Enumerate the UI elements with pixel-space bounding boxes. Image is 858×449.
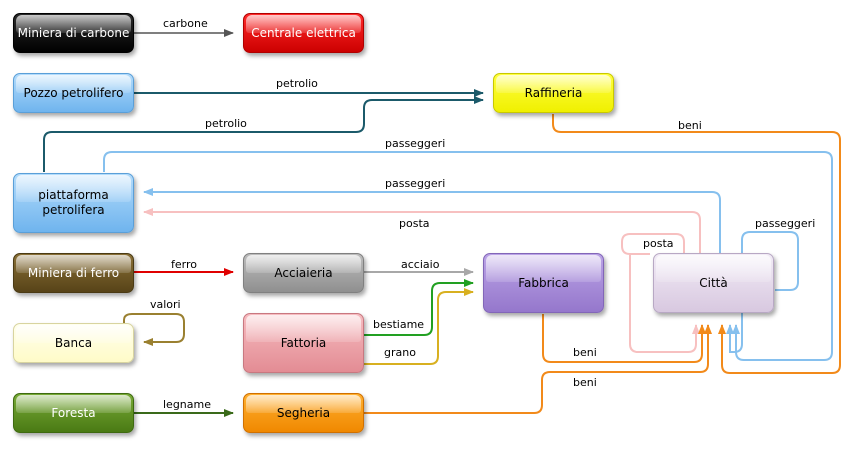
- edge-label-goods-sawmill: beni: [573, 376, 597, 389]
- node-label: Centrale elettrica: [251, 25, 356, 40]
- node-label: Miniera di ferro: [27, 265, 120, 280]
- edge-label-oil-rig: petrolio: [205, 117, 247, 130]
- edge-label-grain: grano: [384, 346, 416, 359]
- node-iron-mine[interactable]: Miniera di ferro: [13, 253, 134, 293]
- edge-label-goods-refinery: beni: [678, 119, 702, 132]
- edge-oil-rig: [43, 96, 484, 172]
- node-label: piattaforma petrolifera: [38, 188, 109, 217]
- edge-passengers-city: [726, 231, 799, 353]
- edge-label-passengers-city: passeggeri: [755, 217, 816, 230]
- edge-goods-factory: [542, 314, 706, 363]
- node-sawmill[interactable]: Segheria: [243, 393, 364, 433]
- node-label: Foresta: [51, 405, 96, 420]
- edge-label-passengers-rig-out: passeggeri: [385, 137, 446, 150]
- edge-label-passengers-rig-in: passeggeri: [385, 177, 446, 190]
- edge-goods-refinery: [552, 114, 841, 374]
- edge-label-wood: legname: [163, 398, 212, 411]
- edge-label-coal: carbone: [163, 17, 208, 30]
- node-coal-mine[interactable]: Miniera di carbone: [13, 13, 134, 53]
- edge-label-valuables: valori: [150, 298, 181, 311]
- node-oil-rig[interactable]: piattaforma petrolifera: [13, 173, 134, 233]
- edge-grain: [364, 288, 474, 365]
- node-power-station[interactable]: Centrale elettrica: [243, 13, 364, 53]
- node-label: Fabbrica: [518, 275, 569, 290]
- node-label: Raffineria: [524, 85, 583, 100]
- edge-label-mail: posta: [399, 217, 430, 230]
- edge-label-oil-well: petrolio: [276, 77, 318, 90]
- edge-label-steel: acciaio: [401, 258, 440, 271]
- node-steel-mill[interactable]: Acciaieria: [243, 253, 364, 293]
- edge-label-mail-city: posta: [643, 237, 674, 250]
- node-farm[interactable]: Fattoria: [243, 313, 364, 373]
- edge-valuables: [123, 313, 185, 346]
- edge-label-livestock: bestiame: [373, 318, 425, 331]
- node-oil-well[interactable]: Pozzo petrolifero: [13, 73, 134, 113]
- edge-livestock: [364, 279, 474, 336]
- node-factory[interactable]: Fabbrica: [483, 253, 604, 313]
- edge-mail-city: [621, 233, 696, 353]
- edge-label-goods-factory: beni: [573, 346, 597, 359]
- edge-goods-sawmill: [364, 324, 712, 414]
- node-label: Segheria: [276, 405, 331, 420]
- node-forest[interactable]: Foresta: [13, 393, 134, 433]
- node-label: Miniera di carbone: [17, 25, 130, 40]
- edge-passengers-rig-in: [143, 188, 721, 254]
- node-label: Pozzo petrolifero: [23, 85, 124, 100]
- edge-label-iron: ferro: [171, 258, 197, 271]
- node-label: Acciaieria: [274, 265, 333, 280]
- node-refinery[interactable]: Raffineria: [493, 73, 614, 113]
- node-bank[interactable]: Banca: [13, 323, 134, 363]
- node-label: Città: [699, 275, 728, 290]
- node-label: Banca: [54, 335, 93, 350]
- node-city[interactable]: Città: [653, 253, 774, 313]
- node-label: Fattoria: [280, 335, 327, 350]
- edge-mail: [143, 208, 701, 254]
- edge-passengers-rig-out: [103, 151, 833, 361]
